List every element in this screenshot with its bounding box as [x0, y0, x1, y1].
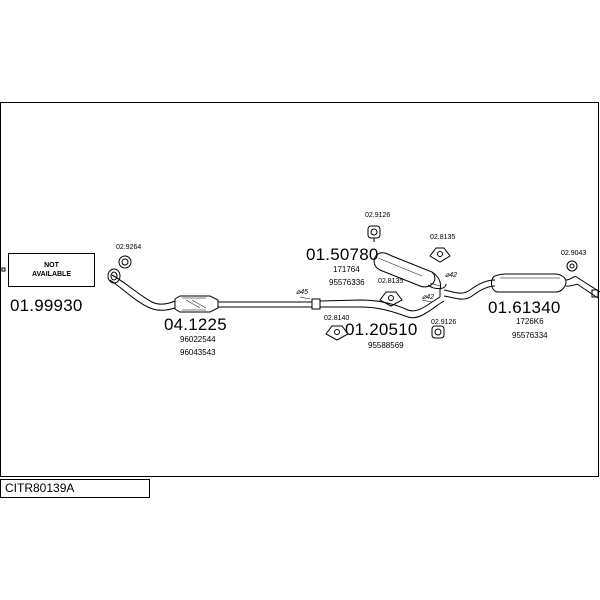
mount-02-8135-a [429, 247, 451, 263]
diagram-code: CITR80139A [5, 481, 75, 495]
not-available-box: NOT AVAILABLE [8, 253, 95, 287]
part-01-99930: 01.99930 [10, 296, 83, 315]
part-04-1225-ref1: 96022544 [180, 335, 216, 344]
diameter-42-a: ⌀42 [445, 272, 458, 279]
intermediate-pipe [218, 296, 445, 319]
diagram-code-box: CITR80139A [0, 479, 150, 498]
part-01-50780: 01.50780 [306, 245, 379, 264]
edge-marker [1, 267, 6, 272]
mount-02-9043 [566, 260, 578, 272]
part-01-61340: 01.61340 [488, 298, 561, 317]
fitting-02-9264: 02.9264 [116, 244, 142, 251]
fitting-02-8140: 02.8140 [324, 315, 350, 322]
part-01-61340-ref2: 95576334 [512, 331, 548, 340]
arrow-d42-b [421, 299, 433, 303]
fitting-02-8135-a: 02.8135 [430, 234, 456, 241]
fitting-02-8135-b: 02.8135 [378, 278, 404, 285]
mount-02-9126-b [431, 325, 445, 339]
part-01-50780-ref2: 95576336 [329, 278, 365, 287]
not-available-line1: NOT [44, 262, 59, 269]
part-01-20510-ref1: 95588569 [368, 341, 404, 350]
part-04-1225: 04.1225 [164, 315, 227, 334]
front-pipe [107, 268, 176, 311]
fitting-02-9126-a: 02.9126 [365, 212, 391, 219]
central-silencer [373, 252, 447, 297]
fitting-02-9126-b: 02.9126 [431, 319, 457, 326]
part-01-20510: 01.20510 [345, 320, 418, 339]
rear-silencer [491, 273, 600, 299]
arrow-d42-a [429, 282, 441, 287]
rear-pipe [443, 279, 496, 300]
not-available-line2: AVAILABLE [31, 271, 72, 278]
fitting-02-9043: 02.9043 [561, 250, 587, 257]
mount-02-9264 [118, 255, 132, 269]
diameter-45: ⌀45 [296, 289, 309, 296]
mount-02-9126-a [367, 225, 381, 242]
part-01-61340-ref1: 1726K6 [516, 317, 544, 326]
mount-02-8135-b [379, 291, 403, 307]
arrow-d45 [299, 296, 311, 300]
mount-02-8140 [325, 325, 349, 341]
part-04-1225-ref2: 96043543 [180, 348, 216, 357]
diameter-42-b: ⌀42 [422, 294, 435, 301]
catalytic-converter [174, 295, 219, 313]
part-01-50780-ref1: 171764 [333, 265, 360, 274]
